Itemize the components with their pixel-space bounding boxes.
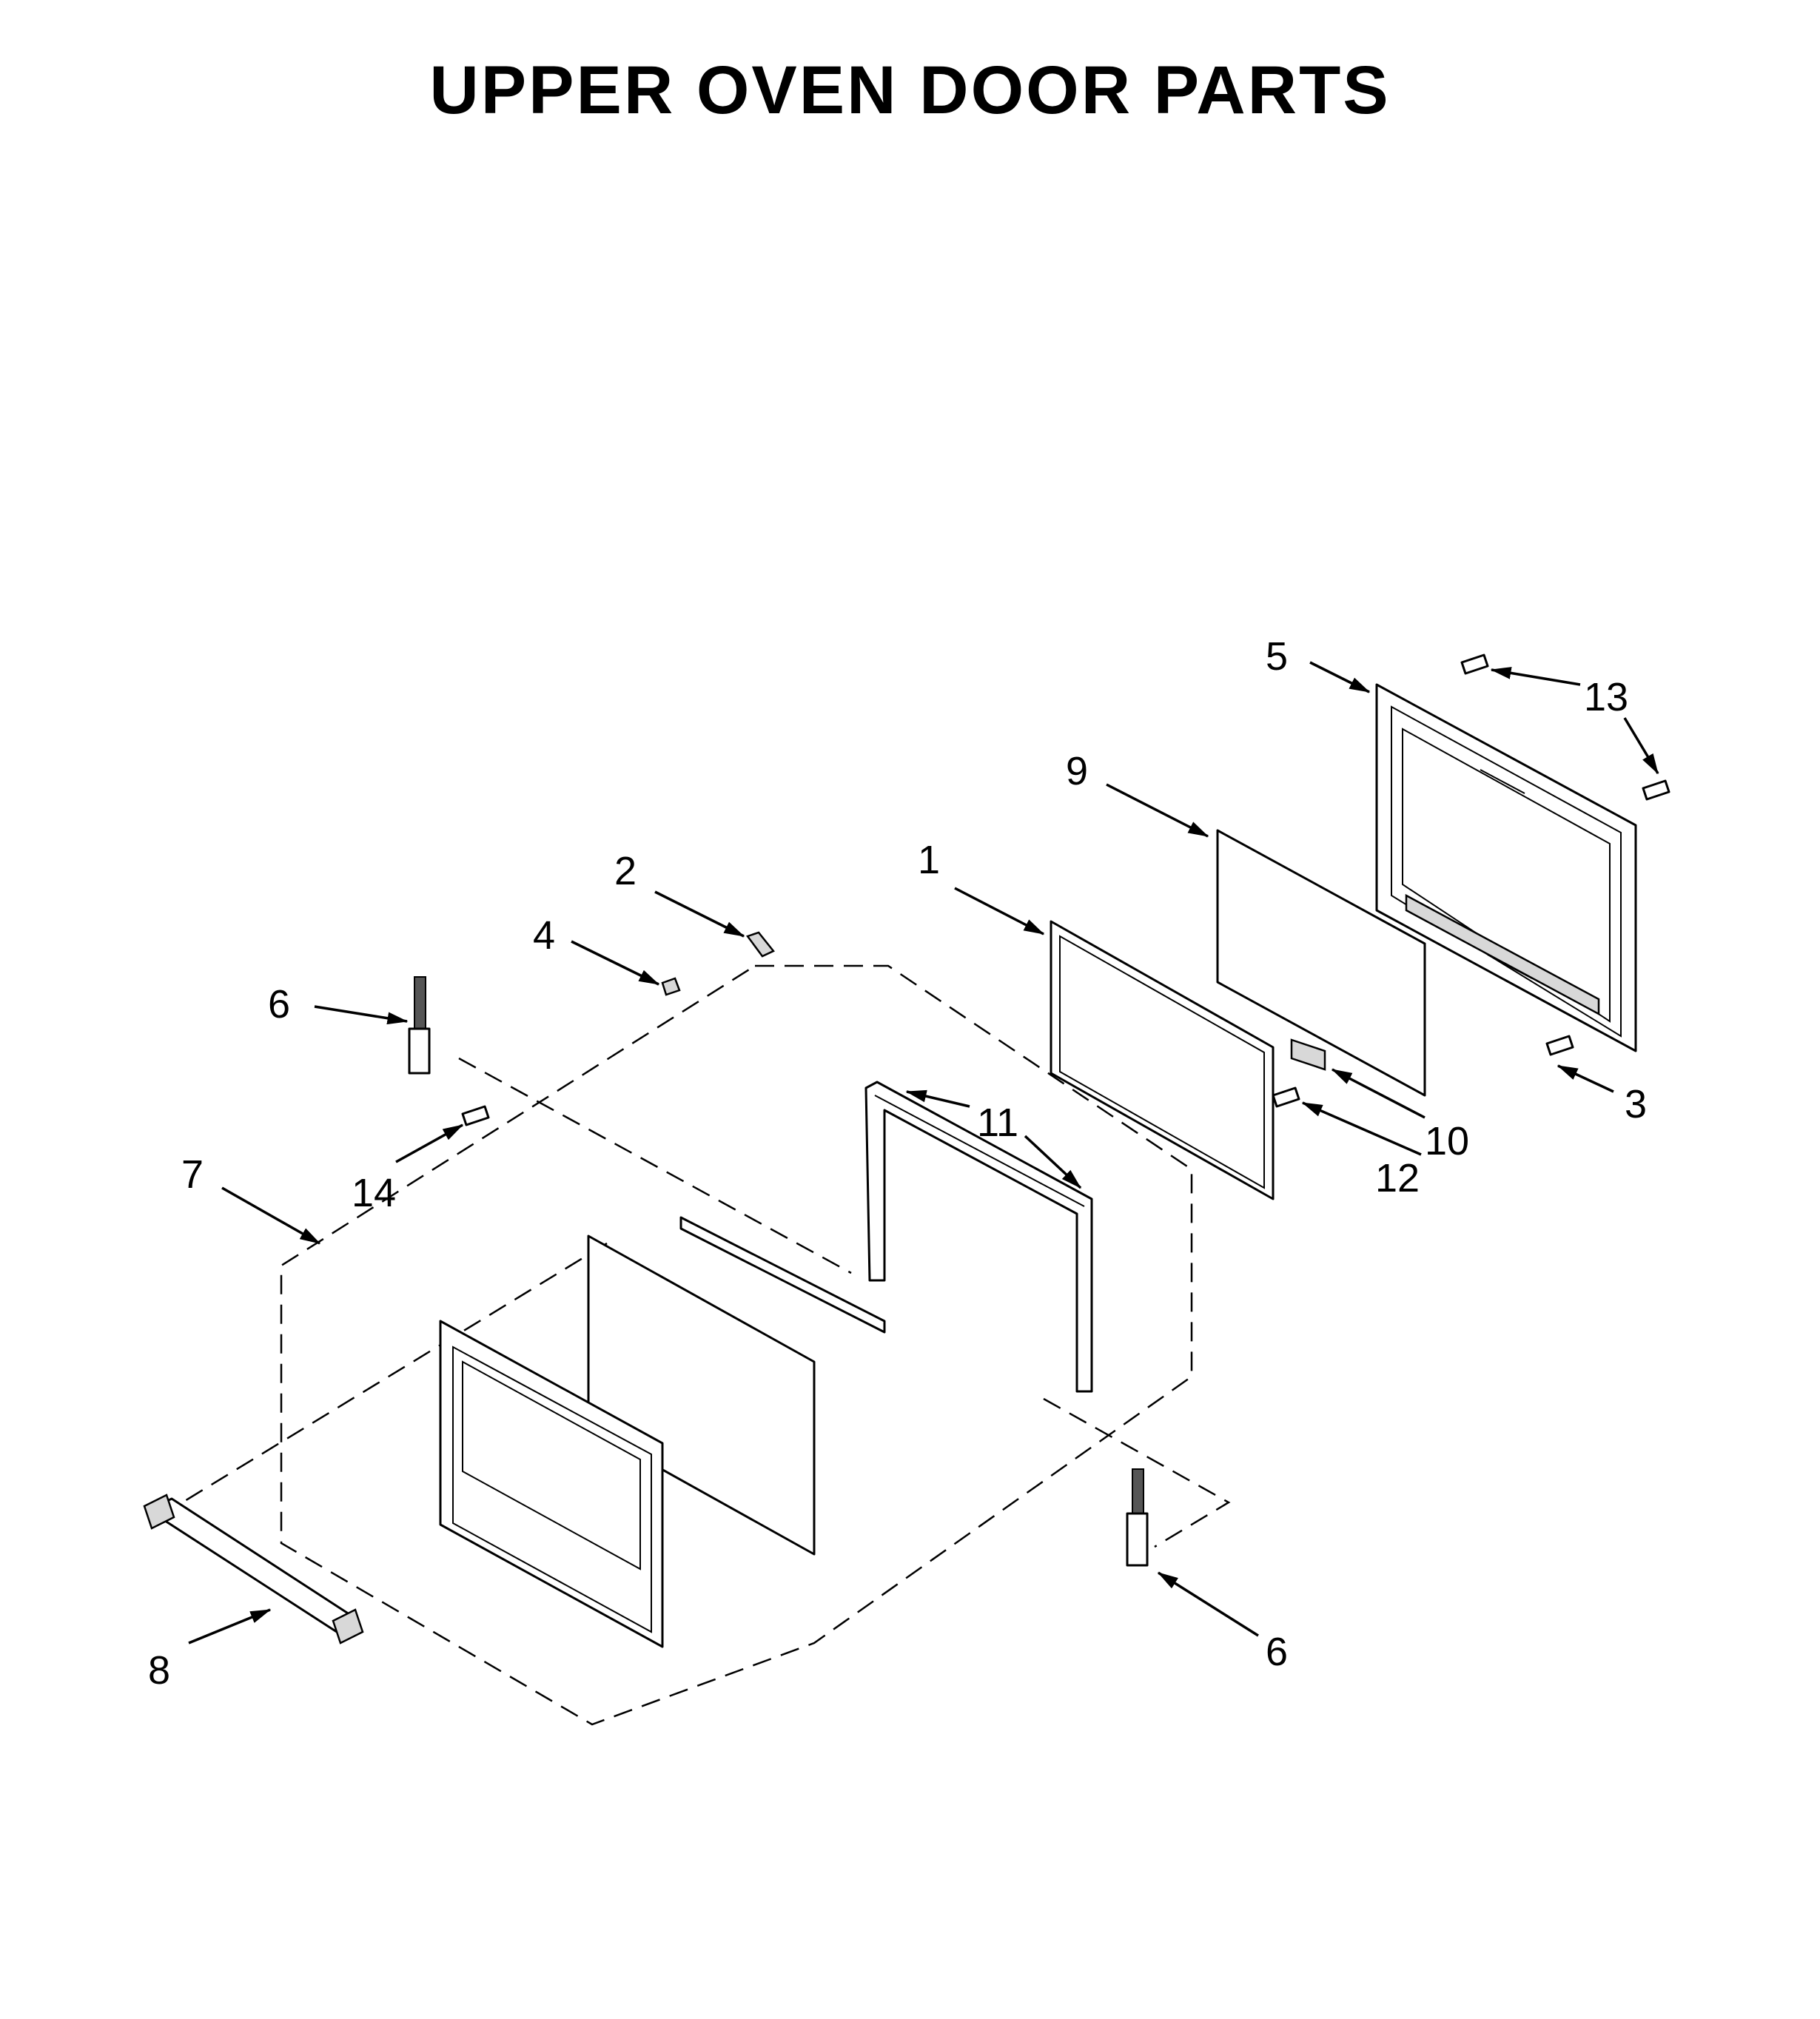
- callout-8: 8: [148, 1648, 170, 1693]
- callout-5: 5: [1266, 634, 1288, 679]
- callout-numbers: 1 2 3 4 5 6 6 7 8 9 10 11 12 13 14: [148, 634, 1647, 1693]
- part-1-glass-pack-frame: [1050, 920, 1275, 1200]
- callout-13: 13: [1584, 675, 1628, 719]
- page-title: UPPER OVEN DOOR PARTS: [429, 53, 1391, 128]
- part-6-hinge-left: [408, 976, 431, 1075]
- callout-11: 11: [977, 1101, 1018, 1145]
- part-4-clip: [661, 977, 681, 996]
- part-11-door-channel-frame: [864, 1081, 1093, 1393]
- part-13-screw-right: [1642, 779, 1670, 801]
- callout-12: 12: [1375, 1156, 1420, 1200]
- callout-3: 3: [1625, 1082, 1647, 1126]
- part-10-bracket: [1290, 1038, 1326, 1071]
- callout-1: 1: [918, 838, 940, 882]
- part-3-screw: [1545, 1035, 1574, 1056]
- part-6-hinge-right: [1126, 1468, 1149, 1567]
- callout-10: 10: [1425, 1119, 1469, 1163]
- callout-6-right: 6: [1266, 1630, 1288, 1674]
- outer-door-panel: [439, 1320, 664, 1648]
- part-14-screw: [461, 1105, 490, 1126]
- callout-9: 9: [1066, 749, 1088, 793]
- callout-7: 7: [181, 1152, 204, 1197]
- callout-4: 4: [533, 913, 555, 958]
- callout-14: 14: [352, 1171, 396, 1215]
- part-2-clip: [745, 931, 775, 958]
- part-13-screw-top: [1460, 654, 1489, 675]
- part-5-inner-door-liner: [1375, 683, 1637, 1052]
- part-8-door-handle: [143, 1494, 364, 1645]
- part-12-screw: [1272, 1086, 1300, 1108]
- inner-door-glass: [587, 1234, 816, 1556]
- callout-2: 2: [614, 849, 637, 893]
- trim-strip: [679, 1216, 886, 1334]
- part-9-glass-panel: [1216, 829, 1426, 1097]
- leader-lines: [188, 661, 1659, 1645]
- door-assembly-outline: [169, 964, 1231, 1726]
- callout-6-left: 6: [268, 982, 290, 1027]
